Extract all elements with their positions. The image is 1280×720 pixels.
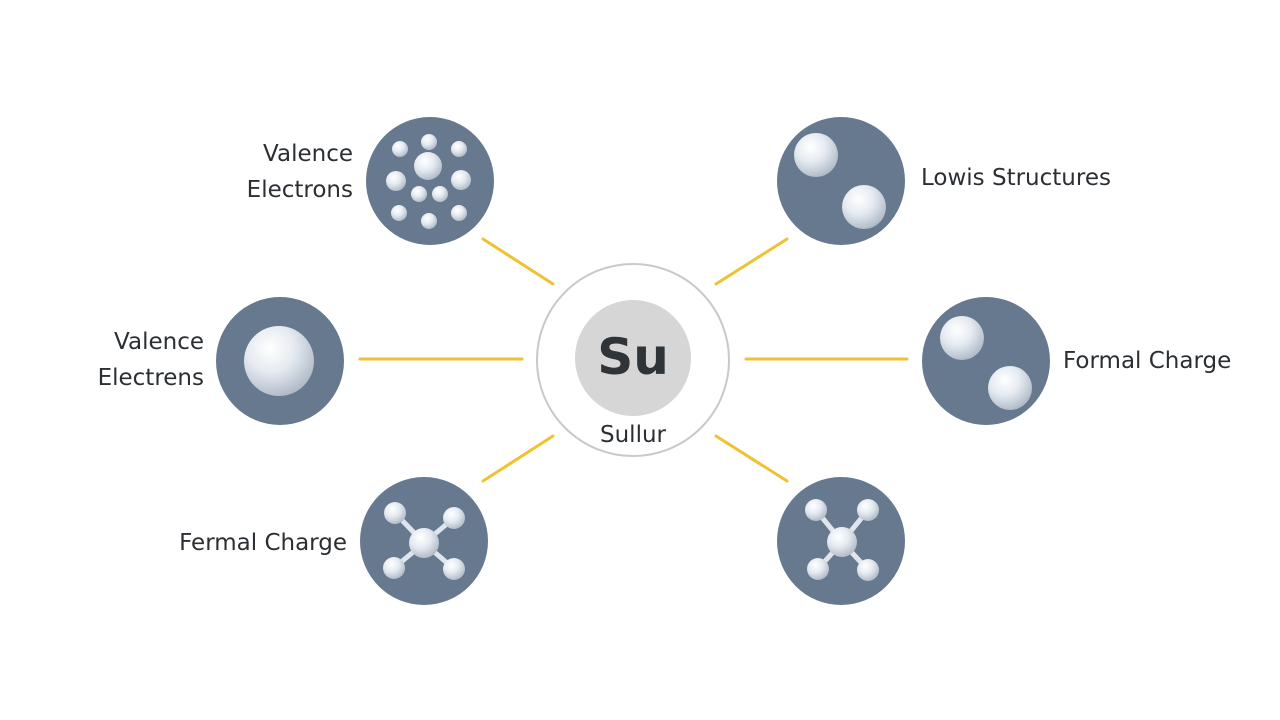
label-line: Valence (114, 329, 204, 355)
label-valence-electrens: Valence Electrens (98, 324, 204, 396)
node-lowis-structures (777, 117, 905, 245)
node-valence-electrons-top (366, 117, 494, 245)
element-name: Sullur (600, 422, 666, 448)
connectors (358, 237, 909, 483)
label-fermal-charge: Fermal Charge (179, 525, 347, 561)
element-symbol: Su (597, 328, 669, 386)
node-valence-electrens (216, 297, 344, 425)
two-spheres-icon (794, 133, 886, 229)
label-line: Formal Charge (1063, 348, 1232, 374)
center-element (536, 263, 730, 457)
node-unlabeled-molecule (777, 477, 905, 605)
node-disc (922, 297, 1050, 425)
node-formal-charge (922, 297, 1050, 425)
two-spheres-icon (940, 316, 1032, 410)
molecule-icon (383, 502, 465, 580)
label-line: Electrens (97, 365, 204, 391)
connector-top-right (714, 237, 789, 286)
single-sphere-icon (244, 326, 314, 396)
label-line: Valence (263, 141, 353, 167)
connector-bottom-left (481, 434, 555, 483)
connector-bottom-right (714, 434, 789, 483)
molecule-icon (805, 499, 879, 581)
label-lowis-structures: Lowis Structures (921, 160, 1111, 196)
label-formal-charge: Formal Charge (1063, 343, 1231, 379)
label-line: Lowis Structures (921, 165, 1111, 191)
node-fermal-charge (360, 477, 488, 605)
label-valence-electrons-top: Valence Electrons (247, 136, 353, 208)
label-line: Fermal Charge (179, 530, 347, 556)
center-disc (575, 300, 691, 416)
label-line: Electrons (246, 177, 353, 203)
electron-cluster-icon (386, 134, 471, 229)
connector-top-left (481, 237, 555, 286)
node-disc (777, 117, 905, 245)
